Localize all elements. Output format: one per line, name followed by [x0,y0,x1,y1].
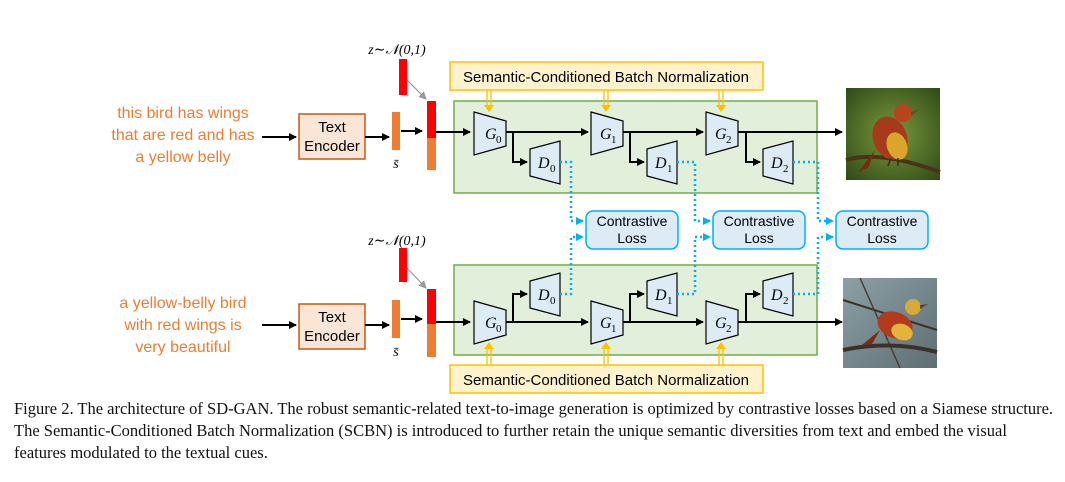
svg-text:G: G [485,126,497,143]
svg-text:D: D [654,287,667,304]
arrow-noise-top [406,79,427,100]
generator-panel-top [453,100,818,194]
arrow-noise-bottom [406,267,427,289]
sentence-vector-bottom [392,300,400,338]
svg-text:2: 2 [783,163,789,175]
contrastive-loss-0: Contrastive Loss [585,210,679,250]
svg-text:Contrastive: Contrastive [847,213,918,229]
generator-g1-top: G 1 [590,111,624,156]
concat-vector-bottom [427,289,436,357]
figure-caption: Figure 2. The architecture of SD-GAN. Th… [14,399,1054,462]
encoder-label-1: Text [318,119,346,136]
top-input-text: this bird has wings that are red and has… [111,105,254,166]
generator-g0-top: G 0 [473,111,507,156]
noise-vector-bottom [399,248,407,282]
top-text-line-1: this bird has wings [117,105,249,122]
arrow-to-d0-bottom [512,290,528,322]
svg-text:Loss: Loss [617,230,647,246]
noise-vector-top [399,59,407,95]
contrastive-loss-2: Contrastive Loss [835,210,929,250]
encoder-label-2: Encoder [304,138,360,155]
svg-text:2: 2 [726,134,732,146]
svg-text:G: G [485,315,497,332]
discriminator-d2-bottom: D 2 [762,272,794,317]
arrow-to-d2-top [745,132,761,166]
generator-panel-bottom [453,264,818,356]
svg-text:Loss: Loss [744,230,774,246]
svg-text:1: 1 [667,163,673,175]
svg-text:D: D [654,155,667,172]
bottom-text-line-3: very beautiful [135,339,230,356]
scbn-label-top: Semantic-Conditioned Batch Normalization [463,69,749,86]
svg-text:2: 2 [783,295,789,307]
bottom-text-line-1: a yellow-belly bird [119,295,246,312]
svg-text:1: 1 [611,323,617,335]
svg-text:G: G [715,315,727,332]
top-text-line-3: a yellow belly [135,149,230,166]
generator-g0-bottom: G 0 [473,300,507,345]
encoder-label-1: Text [318,309,346,326]
discriminator-d1-bottom: D 1 [646,272,678,317]
svg-text:D: D [770,155,783,172]
svg-text:0: 0 [550,163,556,175]
text-encoder-bottom: Text Encoder [298,303,366,350]
svg-text:2: 2 [726,323,732,335]
svg-text:D: D [537,155,550,172]
output-bird-image-bottom [842,277,938,369]
svg-text:D: D [770,287,783,304]
bottom-input-text: a yellow-belly bird with red wings is ve… [119,295,246,356]
arrow-to-d2-bottom [745,290,761,322]
noise-label-bottom: z∼𝒩(0,1) [367,234,426,249]
generator-g1-bottom: G 1 [590,300,624,345]
contrastive-loss-1: Contrastive Loss [712,210,806,250]
svg-text:Loss: Loss [867,230,897,246]
scbn-label-bottom: Semantic-Conditioned Batch Normalization [463,372,749,389]
discriminator-d1-top: D 1 [646,140,678,185]
encoder-label-2: Encoder [304,328,360,345]
output-bird-image-top [845,88,941,180]
dotted-connectors [560,160,834,296]
scbn-arrows-bottom [484,342,726,365]
svg-text:D: D [537,287,550,304]
svg-text:G: G [715,126,727,143]
top-text-line-2: that are red and has [111,127,254,144]
generator-g2-bottom: G 2 [705,300,739,345]
svg-text:Contrastive: Contrastive [724,213,795,229]
svg-text:0: 0 [550,295,556,307]
concat-vector-top [427,101,436,170]
svg-text:1: 1 [611,134,617,146]
arrow-to-d1-bottom [629,290,645,322]
discriminator-d0-bottom: D 0 [529,272,561,317]
discriminator-d0-top: D 0 [529,140,561,185]
sentence-vector-top [392,112,400,150]
svg-text:G: G [600,126,612,143]
noise-label-top: z∼𝒩(0,1) [367,43,426,58]
arrow-to-d1-top [629,132,645,166]
scbn-arrows-top [484,90,726,112]
svg-text:1: 1 [667,295,673,307]
discriminator-d2-top: D 2 [762,140,794,185]
svg-text:0: 0 [496,323,502,335]
s-bar-label-bottom: s̄ [393,345,399,360]
svg-text:Contrastive: Contrastive [597,213,668,229]
bottom-text-line-2: with red wings is [123,317,241,334]
svg-text:0: 0 [496,134,502,146]
scbn-box-top: Semantic-Conditioned Batch Normalization [449,61,764,91]
arrow-to-d0-top [512,132,528,166]
svg-text:G: G [600,315,612,332]
generator-g2-top: G 2 [705,111,739,156]
scbn-box-bottom: Semantic-Conditioned Batch Normalization [449,364,764,394]
s-bar-label-top: s̄ [393,157,399,172]
text-encoder-top: Text Encoder [298,113,366,160]
